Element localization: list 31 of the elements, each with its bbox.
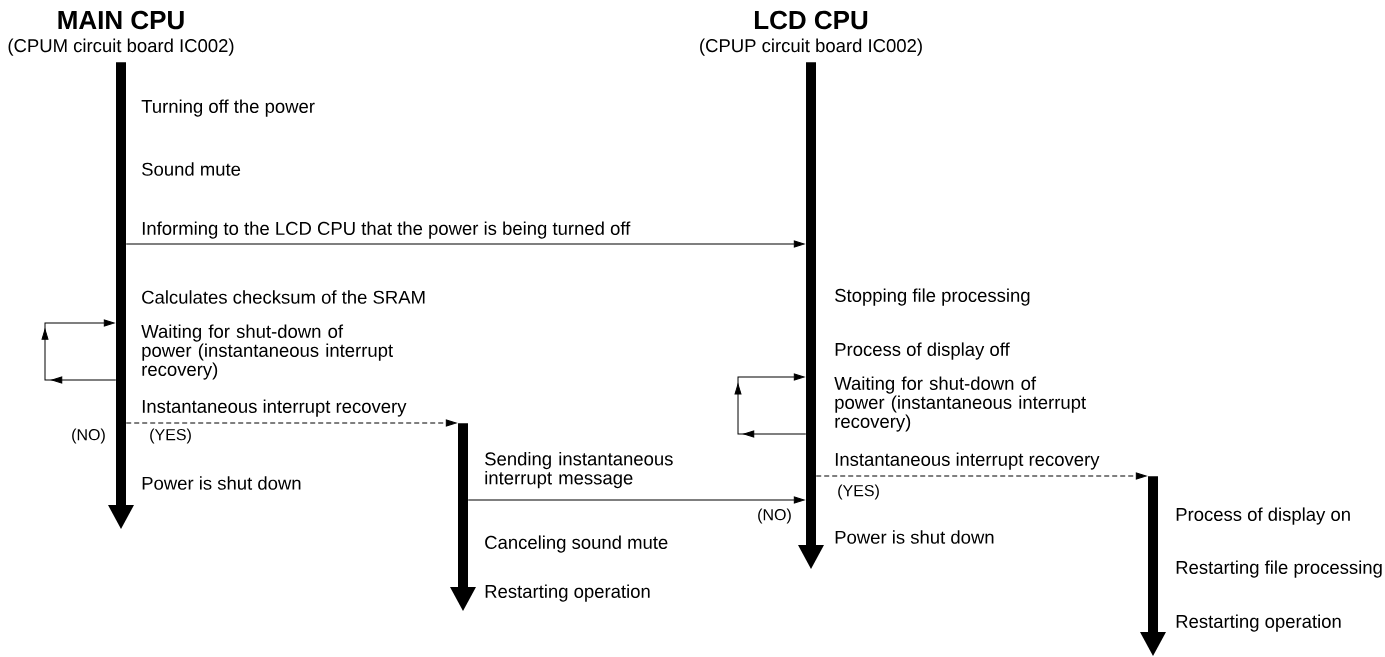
arrow (41, 319, 117, 384)
step-label: Power is shut down (835, 530, 994, 544)
arrow (815, 472, 1147, 480)
branch-label: (NO) (72, 428, 105, 444)
step-label: Calculates checksum of the SRAM (142, 290, 425, 304)
step-label: Power is shut down (142, 476, 301, 490)
timeline-arrow (450, 423, 476, 611)
subheading: (CPUM circuit board IC002) (8, 38, 234, 56)
edge-label: Instantaneous interrupt recovery (140, 398, 408, 418)
step-label: Waiting for shut-down of power (instantaneous interrupt recovery) (834, 376, 1086, 432)
edge-label: Informing to the LCD CPU that the power is being turned off (140, 220, 632, 240)
branch-label: (YES) (150, 428, 191, 444)
step-label: Waiting for shut-down of power (instantaneous interrupt recovery) (141, 324, 393, 380)
edge-label: Instantaneous interrupt recovery (833, 451, 1101, 471)
heading: LCD CPU (754, 10, 868, 30)
heading: MAIN CPU (58, 10, 184, 30)
step-label: Restarting operation (485, 584, 650, 602)
subheading: (CPUP circuit board IC002) (700, 38, 922, 56)
arrow (125, 240, 805, 248)
arrow (467, 496, 805, 504)
step-label: Sound mute (142, 162, 241, 176)
branch-label: (NO) (758, 508, 791, 524)
arrow (125, 419, 457, 427)
step-label: Canceling sound mute (485, 535, 668, 553)
branch-label: (YES) (838, 484, 879, 500)
arrow (734, 373, 807, 438)
step-label: Turning off the power (141, 99, 315, 117)
timeline-arrow (1140, 476, 1166, 656)
step-label: Process of display off (835, 342, 1010, 360)
step-label: Stopping file processing (835, 288, 1030, 306)
edge-label: Sending instantaneous interrupt message (483, 450, 686, 490)
